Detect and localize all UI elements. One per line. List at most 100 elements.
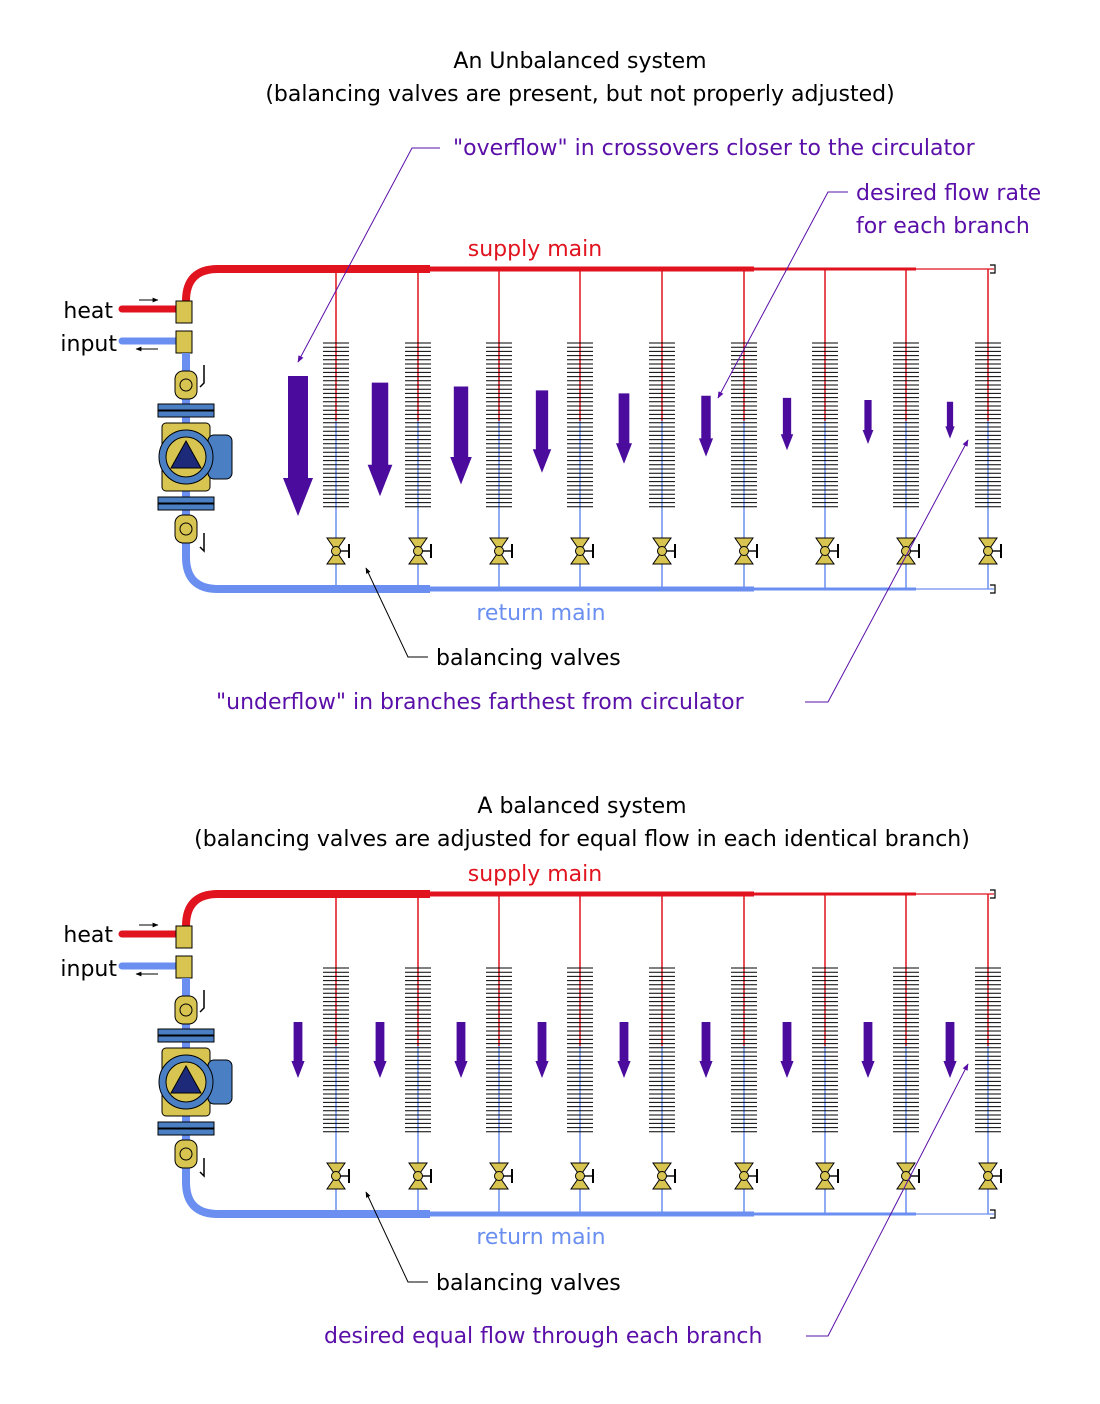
balancing-valve [570, 1162, 594, 1190]
supply-main-pipe [182, 265, 430, 302]
pump-flange [157, 1028, 215, 1036]
baseboard-emitter [486, 342, 512, 508]
balancing-valve [652, 1162, 676, 1190]
overflow-leader [297, 147, 440, 363]
valve-body [978, 1175, 998, 1190]
valve-stem [983, 546, 993, 556]
baseboard-emitter [975, 342, 1001, 508]
valve-stem [179, 378, 193, 392]
valve-stem [739, 546, 749, 556]
return-main-label: return main [476, 601, 605, 626]
pump-flange [157, 1035, 215, 1043]
valve-body [896, 1162, 916, 1177]
balancing-valve [489, 537, 513, 565]
balancing-valve [815, 1162, 839, 1190]
supply-main-label: supply main [468, 862, 602, 887]
balancing-valve [570, 537, 594, 565]
tee-fitting [175, 300, 193, 324]
valve-stem [575, 546, 585, 556]
valve-stem [179, 522, 193, 536]
valve-body [408, 1175, 428, 1190]
input-label: input [60, 957, 117, 982]
valve-body [978, 1162, 998, 1177]
equal-flow-callout: desired equal flow through each branch [324, 1324, 762, 1349]
valve-body [326, 1162, 346, 1177]
baseboard-emitter [812, 967, 838, 1133]
valve-body [326, 550, 346, 565]
baseboard-emitter [649, 967, 675, 1133]
diagram-title: An Unbalanced system [453, 49, 706, 74]
valve-body [652, 1175, 672, 1190]
baseboard-emitter [486, 967, 512, 1133]
valve-body [652, 537, 672, 552]
valve-body [489, 1162, 509, 1177]
balanced-diagram: A balanced system (balancing valves are … [60, 794, 1002, 1349]
valve-stem [820, 546, 830, 556]
flow-arrow [373, 1022, 387, 1078]
equal-flow-leader [806, 1063, 969, 1337]
flow-arrow [291, 1022, 305, 1078]
pump-flange [157, 503, 215, 511]
baseboard-emitter [323, 342, 349, 508]
valve-body [815, 550, 835, 565]
tee-fitting [175, 330, 193, 354]
isolation-valve [174, 370, 198, 400]
supply-main-pipe [182, 890, 430, 927]
valve-stem [179, 1147, 193, 1161]
input-label: input [60, 332, 117, 357]
heat-label: heat [63, 923, 113, 948]
baseboard-emitter [731, 967, 757, 1133]
valve-stem [494, 546, 504, 556]
valve-body [570, 1175, 590, 1190]
valve-body [978, 537, 998, 552]
valve-body [570, 550, 590, 565]
valve-stem [820, 1171, 830, 1181]
tee-fitting [175, 955, 193, 979]
baseboard-emitter [975, 967, 1001, 1133]
pump-flange [157, 403, 215, 411]
pump-direction-icon [170, 439, 202, 469]
valve-body [978, 550, 998, 565]
valve-body [815, 1162, 835, 1177]
baseboard-emitter [731, 342, 757, 508]
return-main-pipe [182, 556, 430, 593]
balancing-valve [896, 1162, 920, 1190]
baseboard-emitter [812, 342, 838, 508]
baseboard-emitter [323, 967, 349, 1133]
balancing-valve [489, 1162, 513, 1190]
pump-flange [157, 1128, 215, 1136]
valve-stem [657, 1171, 667, 1181]
baseboard-emitter [405, 342, 431, 508]
valve-body [734, 550, 754, 565]
valve-handle [199, 1158, 205, 1178]
desired-flow-callout-line1: desired flow rate [856, 181, 1041, 206]
valve-body [815, 1175, 835, 1190]
underflow-callout: "underflow" in branches farthest from ci… [216, 690, 745, 715]
flow-arrow [862, 400, 874, 444]
baseboard-emitter [649, 342, 675, 508]
return-main-label: return main [476, 1225, 605, 1250]
pipe-cap [990, 889, 996, 899]
valve-stem [657, 546, 667, 556]
valve-handle [199, 365, 205, 388]
balancing-valve [978, 537, 1002, 565]
valve-stem [575, 1171, 585, 1181]
valve-body [652, 550, 672, 565]
underflow-leader [805, 439, 969, 703]
balancing-valves-label: balancing valves [436, 1271, 621, 1296]
valve-stem [413, 546, 423, 556]
valve-body [326, 537, 346, 552]
valve-handle [199, 533, 205, 553]
balancing-valve [896, 537, 920, 565]
balancing-valve [408, 1162, 432, 1190]
valve-body [815, 537, 835, 552]
pump-flange [157, 1121, 215, 1129]
flow-arrow [861, 1022, 875, 1078]
flow-arrow [617, 1022, 631, 1078]
supply-main-label: supply main [468, 237, 602, 262]
balancing-valve [734, 1162, 758, 1190]
flow-arrow [699, 1022, 713, 1078]
heat-label: heat [63, 299, 113, 324]
flow-arrow [780, 1022, 794, 1078]
balancing-valve [408, 537, 432, 565]
